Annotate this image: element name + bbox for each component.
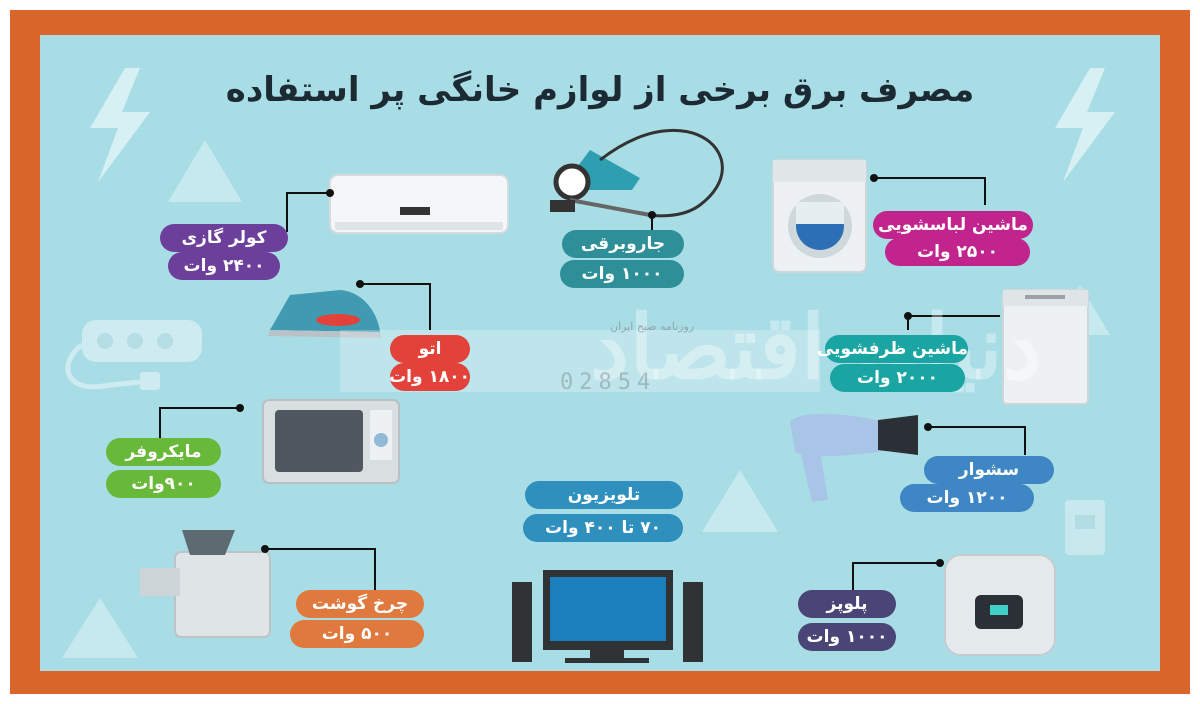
air-conditioner-icon — [329, 174, 509, 234]
appliance-name-tv: تلویزیون — [525, 481, 683, 509]
appliance-name-dishwasher: ماشین ظرفشویی — [817, 335, 968, 363]
appliance-watts-hair-dryer: ۱۲۰۰ وات — [900, 484, 1034, 512]
connector-line — [874, 177, 986, 205]
page-title: مصرف برق برخی از لوازم خانگی پر استفاده — [225, 70, 975, 110]
appliance-name-vacuum: جاروبرقی — [562, 230, 684, 258]
appliance-name-microwave: مایکروفر — [106, 438, 221, 466]
connector-line — [159, 407, 240, 438]
iron-icon — [268, 290, 382, 338]
meat-grinder-icon — [140, 530, 271, 638]
power-strip-icon — [65, 320, 202, 390]
warning-triangle-icon — [62, 598, 138, 658]
connector-line — [286, 192, 330, 232]
appliance-watts-iron: ۱۸۰۰ وات — [389, 363, 470, 391]
appliance-watts-meat-grinder: ۵۰۰ وات — [290, 620, 424, 648]
microwave-icon — [262, 399, 400, 484]
tv-icon — [512, 570, 703, 663]
hair-dryer-icon — [790, 413, 918, 502]
appliance-watts-air-conditioner: ۲۴۰۰ وات — [168, 252, 280, 280]
washing-machine-icon — [772, 159, 867, 273]
dishwasher-icon — [1002, 289, 1089, 405]
lightning-icon — [90, 68, 150, 182]
warning-triangle-icon — [168, 140, 242, 202]
watermark-subtitle: روزنامه صبح ایران — [610, 320, 695, 333]
appliance-watts-microwave: ۹۰۰وات — [106, 470, 221, 498]
appliance-name-meat-grinder: چرخ گوشت — [296, 590, 424, 618]
watermark-brand: دنیای اقتصاد — [590, 295, 1042, 399]
watermark-number: 02854 — [560, 370, 657, 395]
appliance-name-washing-machine: ماشین لباسشویی — [873, 211, 1033, 239]
appliance-name-hair-dryer: سشوار — [924, 456, 1054, 484]
appliance-watts-vacuum: ۱۰۰۰ وات — [560, 260, 684, 288]
appliance-watts-washing-machine: ۲۵۰۰ وات — [885, 238, 1030, 266]
vacuum-cleaner-icon — [550, 128, 724, 218]
connector-line — [265, 548, 376, 590]
lightning-icon — [1055, 68, 1115, 182]
appliance-name-iron: اتو — [390, 335, 470, 363]
rice-cooker-icon — [944, 554, 1056, 656]
appliance-watts-tv: ۷۰ تا ۴۰۰ وات — [523, 514, 683, 542]
connector-line — [928, 426, 1026, 455]
switch-icon — [1065, 500, 1105, 555]
appliance-watts-rice-cooker: ۱۰۰۰ وات — [798, 623, 896, 651]
warning-triangle-icon — [702, 470, 778, 532]
appliance-name-air-conditioner: کولر گازی — [160, 224, 288, 252]
appliance-name-rice-cooker: پلوپز — [798, 590, 896, 618]
connector-line — [360, 283, 431, 330]
connector-line — [852, 562, 940, 590]
appliance-watts-dishwasher: ۲۰۰۰ وات — [830, 364, 965, 392]
